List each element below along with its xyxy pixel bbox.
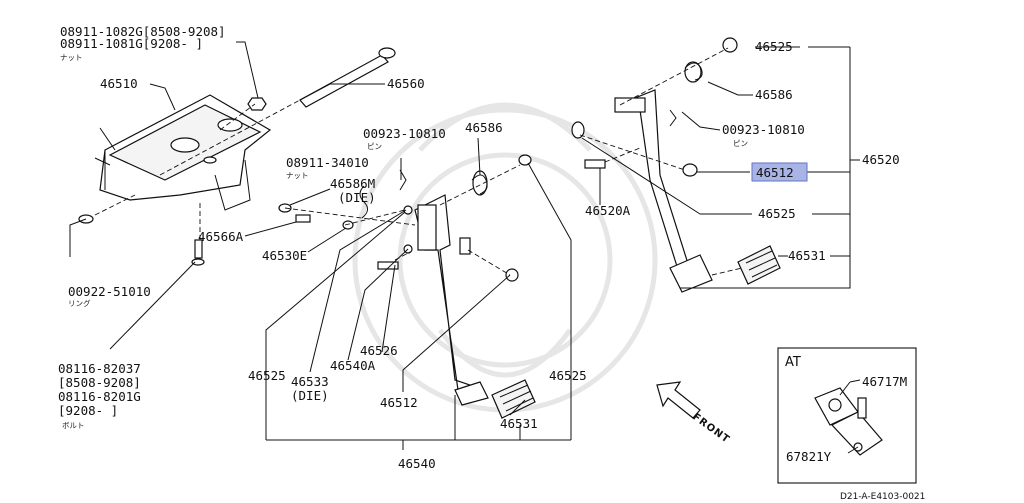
diagram-code: D21-A-E4103-0021 bbox=[840, 492, 925, 502]
label-08116-8201g[interactable]: 08116-8201G bbox=[58, 389, 141, 404]
label-46566a[interactable]: 46566A bbox=[198, 229, 244, 244]
highlight-46512[interactable] bbox=[751, 162, 808, 182]
nut-08911 bbox=[247, 97, 267, 111]
label-46560[interactable]: 46560 bbox=[387, 76, 425, 91]
label-bolt: ボルト bbox=[62, 421, 85, 430]
clutch-pedal-46520 bbox=[571, 37, 781, 293]
label-range-9208: [9208- ] bbox=[58, 403, 118, 418]
label-46520[interactable]: 46520 bbox=[862, 152, 900, 167]
label-46525-top[interactable]: 46525 bbox=[755, 39, 793, 54]
label-08911-1081g[interactable]: 08911-1081G[9208- ] bbox=[60, 36, 203, 51]
label-67821y[interactable]: 67821Y bbox=[786, 449, 832, 464]
label-46531-right[interactable]: 46531 bbox=[788, 248, 826, 263]
label-08911-34010[interactable]: 08911-34010 bbox=[286, 155, 369, 170]
label-00922-51010[interactable]: 00922-51010 bbox=[68, 284, 151, 299]
label-08116-82037[interactable]: 08116-82037 bbox=[58, 361, 141, 376]
label-46533[interactable]: 46533 bbox=[291, 374, 329, 389]
label-46526[interactable]: 46526 bbox=[360, 343, 398, 358]
label-46531-left[interactable]: 46531 bbox=[500, 416, 538, 431]
pedal-bracket-46510 bbox=[94, 94, 272, 211]
label-46525-right[interactable]: 46525 bbox=[758, 206, 796, 221]
at-inset: AT bbox=[777, 347, 917, 484]
label-46512-highlighted[interactable]: 46512 bbox=[756, 165, 794, 180]
pivot-rod-46560 bbox=[299, 47, 396, 108]
label-46540[interactable]: 46540 bbox=[398, 456, 436, 471]
label-46586-mid[interactable]: 46586 bbox=[465, 120, 503, 135]
label-nut-b: ナット bbox=[286, 171, 309, 180]
label-ring: リング bbox=[68, 298, 91, 308]
label-pin-a: ピン bbox=[367, 142, 382, 151]
part-labels: 08911-1082G[8508-9208] 08911-1081G[9208-… bbox=[58, 24, 925, 502]
label-00923-10810-left[interactable]: 00923-10810 bbox=[363, 126, 446, 141]
leader-lines bbox=[69, 41, 860, 450]
label-46717m[interactable]: 46717M bbox=[862, 374, 907, 389]
label-00923-10810-right[interactable]: 00923-10810 bbox=[722, 122, 805, 137]
label-46512-left[interactable]: 46512 bbox=[380, 395, 418, 410]
label-pin-b: ピン bbox=[733, 139, 748, 148]
label-die-b: (DIE) bbox=[291, 388, 329, 403]
watermark-emblem bbox=[352, 102, 658, 413]
label-die-a: (DIE) bbox=[338, 190, 376, 205]
at-label: AT bbox=[785, 355, 801, 370]
label-46520a[interactable]: 46520A bbox=[585, 203, 631, 218]
label-nut-a: ナット bbox=[60, 53, 83, 62]
label-46586m[interactable]: 46586M bbox=[330, 176, 375, 191]
label-46540a[interactable]: 46540A bbox=[330, 358, 376, 373]
label-46525-left[interactable]: 46525 bbox=[248, 368, 286, 383]
label-46525-mid[interactable]: 46525 bbox=[549, 368, 587, 383]
front-label: FRONT bbox=[690, 412, 731, 446]
exploded-view-lines bbox=[94, 47, 743, 276]
front-direction-arrow: FRONT bbox=[656, 381, 732, 446]
label-46510[interactable]: 46510 bbox=[100, 76, 138, 91]
label-46586-right[interactable]: 46586 bbox=[755, 87, 793, 102]
brake-pedal-46540 bbox=[377, 154, 536, 419]
label-08911-1082g[interactable]: 08911-1082G[8508-9208] bbox=[60, 24, 226, 39]
label-46530e[interactable]: 46530E bbox=[262, 248, 307, 263]
label-range-8508-9208: [8508-9208] bbox=[58, 375, 141, 390]
